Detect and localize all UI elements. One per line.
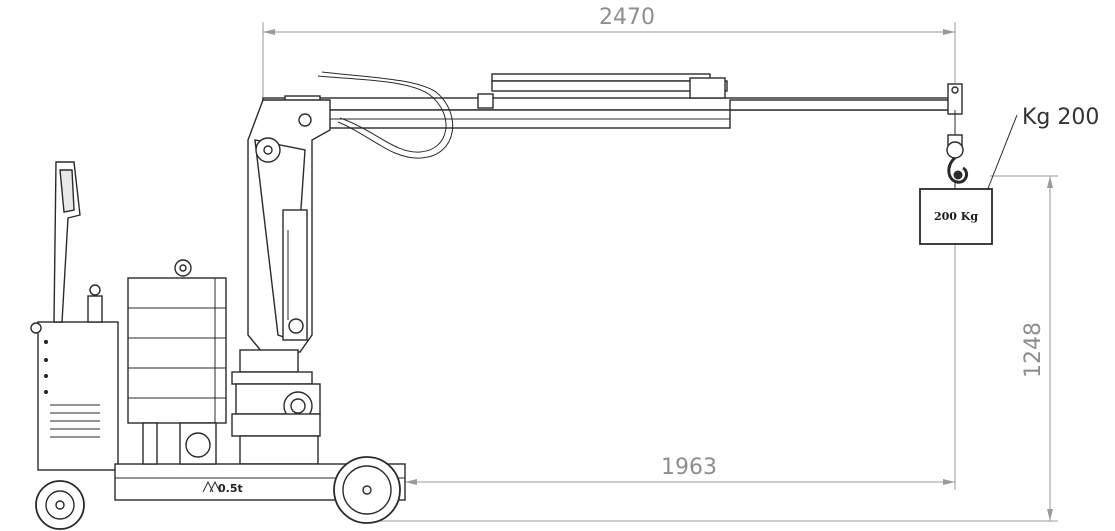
boom <box>262 71 963 159</box>
slewing-base <box>231 349 321 465</box>
hook-height-value: 1248 <box>1021 322 1046 378</box>
rear-wheel <box>35 480 85 530</box>
dimension-boom-reach: 2470 <box>262 5 956 100</box>
control-console <box>30 161 119 471</box>
counterweight <box>127 259 227 424</box>
load-weight: 200 Kg <box>919 183 993 245</box>
boom-reach-value: 2470 <box>599 5 655 30</box>
front-wheel <box>333 456 401 524</box>
brand-label: 0.5t <box>218 482 243 495</box>
load-weight-label: 200 Kg <box>934 210 978 223</box>
mast <box>247 99 331 353</box>
dimension-hook-height: 1248 <box>380 175 1058 522</box>
load-capacity-label: Kg 200 <box>1022 105 1099 130</box>
load-callout: Kg 200 <box>984 105 1099 197</box>
hook-block <box>946 110 969 184</box>
wheel-to-hook-value: 1963 <box>661 455 717 480</box>
dimension-wheel-to-hook: 1963 <box>405 245 956 490</box>
